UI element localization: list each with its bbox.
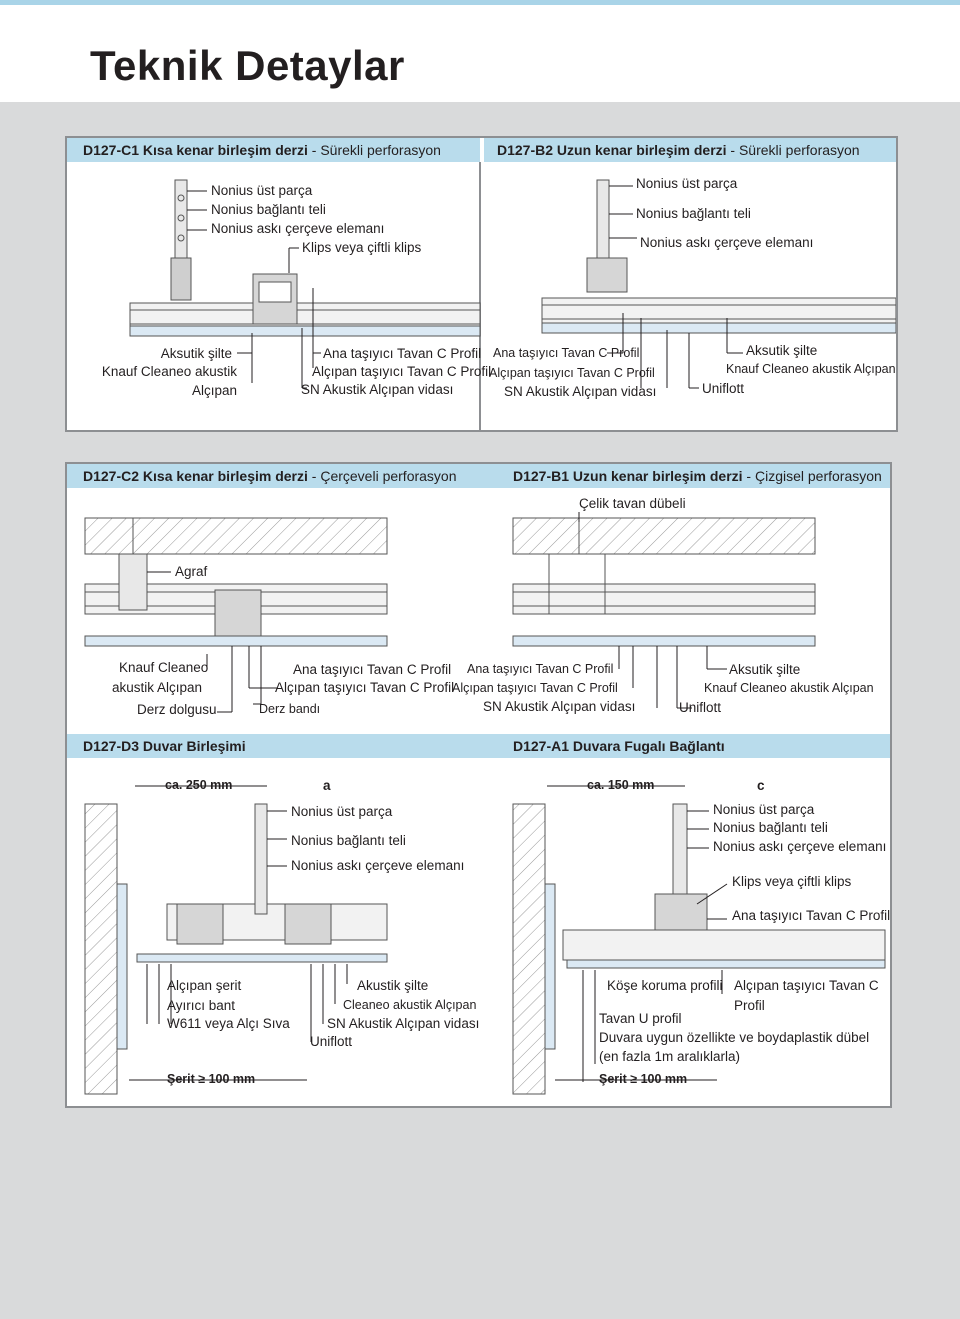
sub-c2: - Çerçeveli perforasyon xyxy=(307,468,457,484)
b2-label-3: Ana taşıyıcı Tavan C Profil xyxy=(493,346,640,360)
top-accent-bar xyxy=(0,0,960,5)
a1-label-7: Köşe koruma profili xyxy=(607,978,723,993)
b2-label-8: Uniflott xyxy=(702,381,745,396)
d3-label-7: W611 veya Alçı Sıva xyxy=(167,1016,290,1031)
page-title: Teknik Detaylar xyxy=(90,42,405,89)
b1-label-1: Ana taşıyıcı Tavan C Profil xyxy=(467,662,614,676)
a1-label-6: Ana taşıyıcı Tavan C Profil xyxy=(732,908,891,923)
a1-drawing xyxy=(512,803,886,1095)
c1-label-7: Ana taşıyıcı Tavan C Profil xyxy=(323,346,482,361)
b2-drawing xyxy=(541,179,896,334)
panel-header-b2 xyxy=(484,138,896,162)
d3-drawing xyxy=(84,803,388,1095)
title-c1: Kısa kenar birleşim derzi xyxy=(142,142,308,158)
sub-b1: - Çizgisel perforasyon xyxy=(742,468,882,484)
b1-label-0: Çelik tavan dübeli xyxy=(579,496,686,511)
b1-label-5: Knauf Cleaneo akustik Alçıpan xyxy=(704,681,874,695)
d3-label-1: a xyxy=(323,778,331,793)
d3-label-2: Nonius üst parça xyxy=(291,804,393,819)
b2-label-2: Nonius askı çerçeve elemanı xyxy=(640,235,814,250)
header-c2: D127-C2 Kısa kenar birleşim derzi - Çerç… xyxy=(83,468,457,484)
header-a1: D127-A1 Duvara Fugalı Bağlantı xyxy=(513,738,725,754)
title-b1: Uzun kenar birleşim derzi xyxy=(572,468,743,484)
c1-label-5: Knauf Cleaneo akustik xyxy=(101,364,237,379)
b2-label-1: Nonius bağlantı teli xyxy=(636,206,751,221)
c1-label-8: Alçıpan taşıyıcı Tavan C Profil xyxy=(312,364,492,379)
d3-label-11: Uniflott xyxy=(310,1034,353,1049)
c2-label-5: Alçıpan taşıyıcı Tavan C Profil xyxy=(275,680,455,695)
d3-label-9: Cleaneo akustik Alçıpan xyxy=(343,998,477,1012)
c1-label-2: Nonius askı çerçeve elemanı xyxy=(211,221,385,236)
c1-label-9: SN Akustik Alçıpan vidası xyxy=(301,382,454,397)
a1-label-11: Duvara uygun özellikte ve boydaplastik d… xyxy=(599,1030,870,1045)
b2-label-5: SN Akustik Alçıpan vidası xyxy=(504,384,657,399)
a1-label-8: Alçıpan taşıyıcı Tavan C xyxy=(734,978,879,993)
b1-label-4: Aksutik şilte xyxy=(729,662,801,677)
panel-header-d3 xyxy=(67,734,890,758)
diagram-bottom xyxy=(84,512,886,1095)
c2-drawing xyxy=(84,517,388,647)
code-b2: D127-B2 xyxy=(497,142,554,158)
title-d3: Duvar Birleşimi xyxy=(142,738,246,754)
a1-label-0: ca. 150 mm xyxy=(587,778,655,792)
code-d3: D127-D3 xyxy=(83,738,140,754)
title-a1: Duvara Fugalı Bağlantı xyxy=(572,738,725,754)
header-b2: D127-B2 Uzun kenar birleşim derzi - Süre… xyxy=(497,142,860,158)
c1-drawing xyxy=(129,179,481,337)
header-d3: D127-D3 Duvar Birleşimi xyxy=(83,738,246,754)
a1-label-10: Tavan U profil xyxy=(599,1011,682,1026)
b1-drawing xyxy=(512,517,816,647)
a1-label-3: Nonius bağlantı teli xyxy=(713,820,828,835)
c1-label-3: Klips veya çiftli klips xyxy=(302,240,422,255)
panel-header-c1 xyxy=(67,138,480,162)
b2-label-4: Alçıpan taşıyıcı Tavan C Profil xyxy=(489,366,655,380)
b2-label-0: Nonius üst parça xyxy=(636,176,738,191)
c2-label-4: Ana taşıyıcı Tavan C Profil xyxy=(293,662,452,677)
d3-label-3: Nonius bağlantı teli xyxy=(291,833,406,848)
a1-label-1: c xyxy=(757,778,765,793)
c2-label-6: Derz bandı xyxy=(259,702,321,716)
b2-label-7: Knauf Cleaneo akustik Alçıpan xyxy=(726,362,896,376)
d3-label-6: Ayırıcı bant xyxy=(167,998,236,1013)
panel-bottom: D127-C2 Kısa kenar birleşim derzi - Çerç… xyxy=(65,462,892,1108)
a1-label-2: Nonius üst parça xyxy=(713,802,815,817)
b1-label-6: Uniflott xyxy=(679,700,722,715)
d3-label-0: ca. 250 mm xyxy=(165,778,233,792)
title-c2: Kısa kenar birleşim derzi xyxy=(142,468,308,484)
b1-label-3: SN Akustik Alçıpan vidası xyxy=(483,699,636,714)
c1-label-1: Nonius bağlantı teli xyxy=(211,202,326,217)
d3-label-8: Akustik şilte xyxy=(357,978,429,993)
a1-label-12: (en fazla 1m aralıklarla) xyxy=(599,1049,741,1064)
code-c1: D127-C1 xyxy=(83,142,140,158)
c2-label-3: Derz dolgusu xyxy=(137,702,217,717)
c2-label-0: Agraf xyxy=(175,564,208,579)
diagram-c1-b2 xyxy=(129,162,896,430)
title-b2: Uzun kenar birleşim derzi xyxy=(556,142,727,158)
b2-label-6: Aksutik şilte xyxy=(746,343,818,358)
panel-header-c2 xyxy=(67,464,890,488)
b1-label-2: Alçıpan taşıyıcı Tavan C Profil xyxy=(452,681,618,695)
c1-label-6: Alçıpan xyxy=(191,383,237,398)
a1-label-5: Klips veya çiftli klips xyxy=(732,874,852,889)
c2-label-1: Knauf Cleaneo xyxy=(119,660,209,675)
d3-label-5: Alçıpan şerit xyxy=(167,978,242,993)
d3-label-10: SN Akustik Alçıpan vidası xyxy=(327,1016,480,1031)
d3-label-4: Nonius askı çerçeve elemanı xyxy=(291,858,465,873)
d3-label-12: Şerit ≥ 100 mm xyxy=(167,1072,256,1086)
c1-label-0: Nonius üst parça xyxy=(211,183,313,198)
sub-b2: - Sürekli perforasyon xyxy=(726,142,860,158)
code-a1: D127-A1 xyxy=(513,738,570,754)
a1-label-13: Şerit ≥ 100 mm xyxy=(599,1072,688,1086)
header-b1: D127-B1 Uzun kenar birleşim derzi - Çizg… xyxy=(513,468,882,484)
panel-top: D127-C1 Kısa kenar birleşim derzi - Süre… xyxy=(65,136,898,432)
a1-label-4: Nonius askı çerçeve elemanı xyxy=(713,839,887,854)
header-c1: D127-C1 Kısa kenar birleşim derzi - Süre… xyxy=(83,142,441,158)
c2-label-2: akustik Alçıpan xyxy=(112,680,203,695)
c1-label-4: Aksutik şilte xyxy=(160,346,232,361)
code-c2: D127-C2 xyxy=(83,468,140,484)
sub-c1: - Sürekli perforasyon xyxy=(307,142,441,158)
a1-label-9: Profil xyxy=(734,998,765,1013)
code-b1: D127-B1 xyxy=(513,468,570,484)
